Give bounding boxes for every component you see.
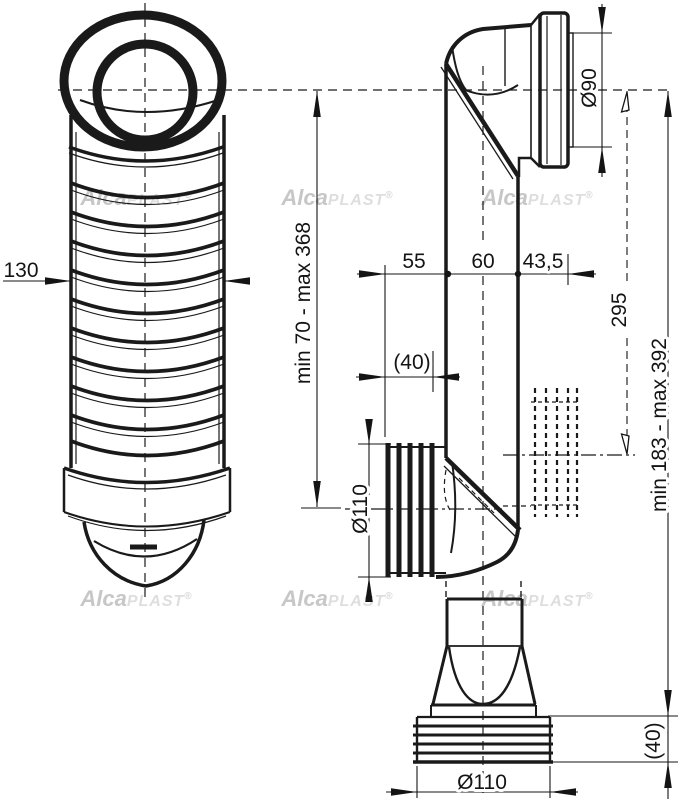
bottom-adapter — [413, 597, 553, 764]
bottom-socket-edge — [444, 456, 522, 532]
bottom-collar — [62, 466, 232, 532]
dim-label-60: 60 — [471, 250, 494, 273]
mouth-outer-ring — [59, 10, 227, 152]
dim-label-295: 295 — [608, 292, 631, 327]
outlet-socket-solid — [385, 443, 446, 577]
dim-total-height-min183-max392: min 183 - max 392 — [548, 91, 678, 799]
elbow-inner-wall — [450, 461, 457, 554]
dim-socket-diameter-110: Ø110 — [346, 419, 391, 602]
dim-chain-55-60-43_5: 55 60 43,5 — [357, 246, 596, 437]
bottom-elbow — [435, 461, 522, 598]
side-view — [385, 11, 580, 764]
elbow-outer-curve — [435, 529, 520, 579]
dim-label-min183-max392: min 183 - max 392 — [648, 338, 671, 512]
top-socket-edge — [444, 62, 520, 178]
dim-label-d110-base: Ø110 — [457, 771, 507, 794]
hidden-line — [443, 469, 451, 511]
top-elbow-outlet — [444, 11, 574, 177]
centerlines — [58, 3, 672, 793]
elbow-bottom-step — [517, 156, 531, 177]
top-collar-arc — [68, 145, 224, 163]
dim-label-40: (40) — [393, 351, 430, 374]
elbow-outer-curve — [444, 23, 532, 65]
dim-label-130: 130 — [3, 259, 38, 282]
watermarks: AlcaPLAST® AlcaPLAST® AlcaPLAST® AlcaPLA… — [79, 185, 593, 611]
dim-front-width-130: 130 — [0, 256, 250, 285]
bottom-socket-edge-thin — [443, 465, 518, 539]
watermark: AlcaPLAST® — [280, 586, 393, 611]
top-collar-arc-thin — [68, 152, 224, 168]
dim-label-55: 55 — [402, 250, 425, 273]
elbow-inner-mouth-arc — [462, 84, 519, 96]
dim-inlet-height-min70-max368: min 70 - max 368 — [289, 91, 341, 509]
flange-gasket-ring — [567, 32, 574, 148]
dim-base-height-40: (40) — [548, 719, 678, 788]
bottom-dome — [82, 519, 206, 588]
dim-alt-height-295: 295 — [605, 91, 634, 455]
outlet-socket-alternate-dashed — [531, 388, 580, 517]
corrugation-ribs — [70, 181, 225, 458]
corrugation-ribs-thin — [70, 189, 225, 438]
watermark: AlcaPLAST® — [480, 185, 593, 210]
elbow-inner-wall — [451, 45, 467, 91]
dim-socket-length-40: (40) — [356, 348, 460, 392]
front-view — [59, 10, 232, 588]
watermark: AlcaPLAST® — [79, 586, 192, 611]
dim-label-d110-socket: Ø110 — [349, 484, 372, 534]
watermark: AlcaPLAST® — [280, 185, 393, 210]
neck-bevel-bottom — [530, 157, 541, 168]
dim-outlet-diameter-90: Ø90 — [571, 4, 612, 177]
dim-label-d90: Ø90 — [578, 68, 601, 108]
funnel-inner-curve — [447, 646, 522, 706]
mouth-inner-ring — [92, 39, 198, 145]
top-socket-edge-thin — [440, 66, 514, 180]
dim-label-43-5: 43,5 — [523, 250, 564, 273]
dim-label-min70-max368: min 70 - max 368 — [292, 222, 315, 384]
dim-base-diameter-110: Ø110 — [386, 766, 578, 798]
dim-label-base-40: (40) — [642, 722, 665, 759]
dimensions: 130 min 70 - max 368 55 60 43,5 — [0, 4, 678, 799]
hidden-line — [458, 477, 495, 514]
